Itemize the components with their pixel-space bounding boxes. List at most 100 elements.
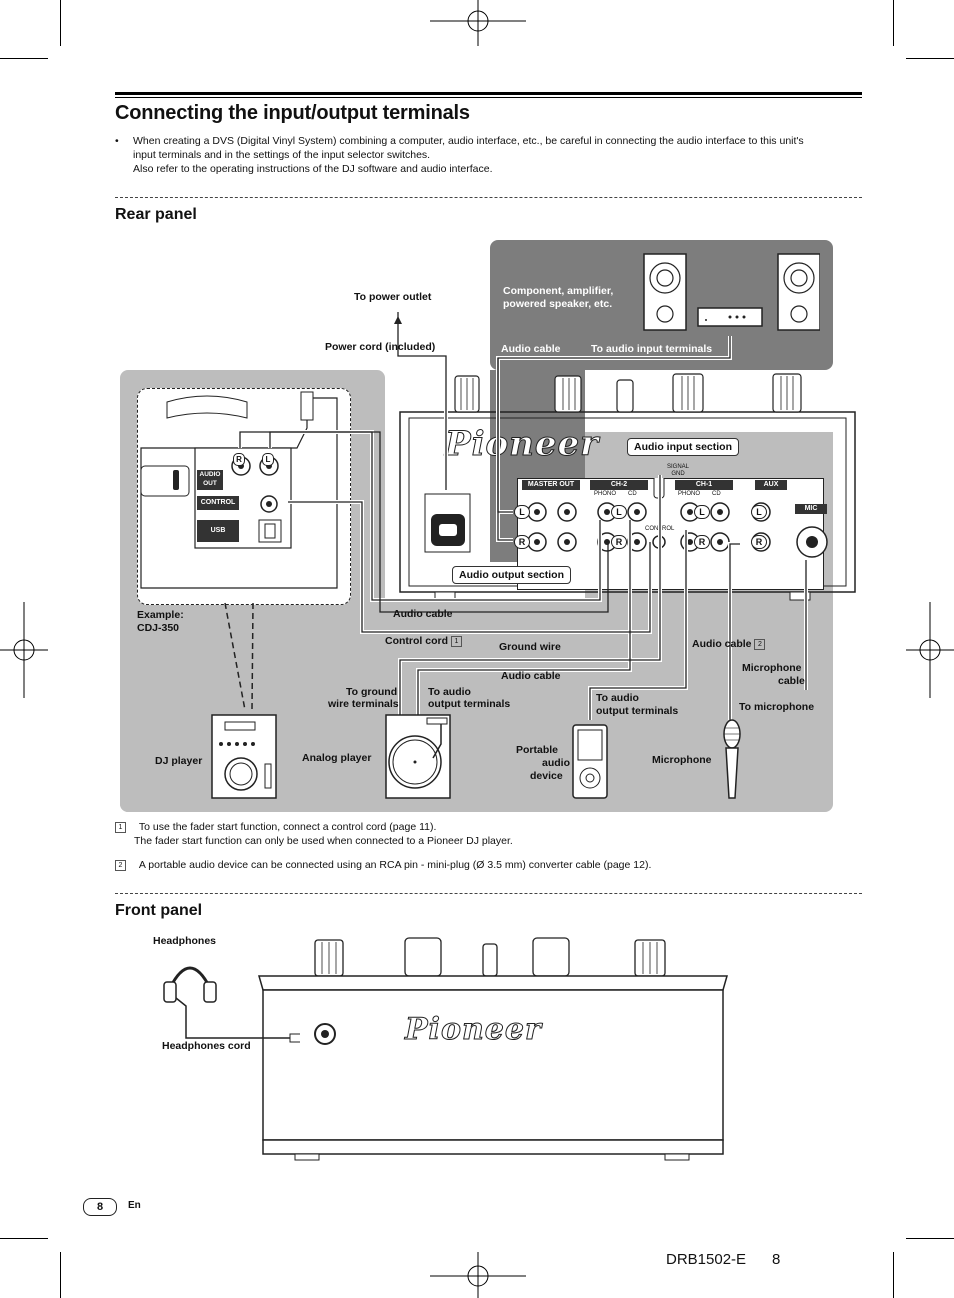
to-audio-output-label-2: output terminals	[428, 698, 511, 710]
pioneer-logo: Pioneer	[405, 1012, 542, 1048]
control-cord-label: Control cord 1	[385, 635, 468, 647]
control-cord-text: Control cord	[385, 635, 448, 647]
r-marker: R	[514, 535, 530, 549]
to-ground-label: To ground	[346, 686, 398, 698]
phono-label: PHONO	[678, 491, 701, 497]
audio-cable-2-label: Audio cable 2	[692, 638, 771, 650]
to-audio-output-label-2: output terminals	[596, 705, 679, 717]
footnote-ref: 2	[754, 639, 766, 650]
crop-mark	[906, 1238, 954, 1239]
ground-wire-label: Ground wire	[499, 641, 561, 653]
l-marker: L	[262, 453, 274, 466]
intro-line: Also refer to the operating instructions…	[133, 163, 493, 175]
crop-mark	[60, 0, 61, 46]
component-label: Component, amplifier,	[503, 285, 614, 297]
to-ground-label-2: wire terminals	[328, 698, 399, 710]
analog-player-label: Analog player	[302, 752, 372, 764]
title-rule-thick	[115, 92, 862, 95]
crop-mark	[893, 0, 894, 46]
ch2-label: CH-2	[590, 480, 648, 490]
control-label: CONTROL	[197, 496, 239, 510]
headphones-label: Headphones	[153, 935, 217, 947]
dashed-divider	[115, 893, 862, 894]
analog-player	[385, 714, 451, 799]
footnote-number: 2	[115, 860, 126, 871]
dj-player	[211, 714, 277, 799]
mic-label: MIC	[795, 504, 827, 514]
to-audio-output-label: To audio	[428, 686, 471, 698]
intro-bullet: • When creating a DVS (Digital Vinyl Sys…	[115, 134, 865, 176]
pioneer-logo: Pioneer	[444, 424, 600, 465]
title-rule-thin	[115, 97, 862, 98]
ch1-label: CH-1	[675, 480, 733, 490]
aux-label: AUX	[755, 480, 787, 490]
portable-label-2: audio	[542, 757, 570, 769]
footnote-text: To use the fader start function, connect…	[138, 821, 437, 833]
master-out-label: MASTER OUT	[522, 480, 580, 490]
footnote-ref: 1	[450, 636, 462, 647]
cables	[224, 312, 808, 720]
l-marker: L	[751, 505, 767, 519]
registration-mark-bottom	[430, 1252, 526, 1298]
footnote-2: 2 A portable audio device can be connect…	[115, 858, 865, 872]
r-marker: R	[751, 535, 767, 549]
page-title: Connecting the input/output terminals	[115, 102, 470, 124]
microphone	[723, 719, 741, 799]
footnote-text: The fader start function can only be use…	[134, 835, 513, 847]
registration-mark-top	[430, 0, 526, 46]
audio-cable-label: Audio cable	[393, 608, 453, 620]
doc-page: 8	[772, 1251, 781, 1268]
portable-label-3: device	[530, 770, 563, 782]
portable-label: Portable	[516, 744, 559, 756]
dj-player-label: DJ player	[155, 755, 203, 767]
power-cord-label: Power cord (included)	[325, 341, 436, 353]
usb-label: USB	[197, 520, 239, 542]
component-label-2: powered speaker, etc.	[503, 298, 613, 310]
l-marker: L	[694, 505, 710, 519]
page-number-badge: 8	[83, 1198, 117, 1216]
audio-out-label: AUDIO OUT	[197, 470, 223, 490]
rear-panel-diagram: Pioneer MASTER OUT CH-2 CH-1 AUX MIC SIG…	[120, 240, 856, 812]
to-power-outlet-label: To power outlet	[354, 291, 432, 303]
to-microphone-label: To microphone	[739, 701, 815, 713]
crop-mark	[0, 1238, 48, 1239]
footnote-1: 1 To use the fader start function, conne…	[115, 820, 865, 848]
l-marker: L	[514, 505, 530, 519]
microphone-cable-label: Microphone	[742, 662, 802, 674]
registration-mark-right	[906, 602, 954, 698]
crop-mark	[893, 1252, 894, 1298]
portable-audio-device	[572, 724, 608, 799]
phono-label: PHONO	[594, 491, 617, 497]
mixer-rear	[399, 373, 856, 601]
to-audio-input-label: To audio input terminals	[591, 343, 713, 355]
headphones-cord-label: Headphones cord	[162, 1040, 251, 1052]
microphone-cable-label-2: cable	[778, 675, 805, 687]
registration-mark-left	[0, 602, 48, 698]
crop-mark	[0, 58, 48, 59]
crop-mark	[60, 1252, 61, 1298]
audio-cable-label: Audio cable	[501, 670, 561, 682]
dashed-divider	[115, 197, 862, 198]
audio-output-section-label: Audio output section	[452, 566, 571, 584]
intro-line: When creating a DVS (Digital Vinyl Syste…	[133, 135, 804, 147]
to-audio-output-label: To audio	[596, 692, 639, 704]
doc-code: DRB1502-E	[666, 1251, 747, 1268]
intro-line: input terminals and in the settings of t…	[133, 149, 431, 161]
front-panel-heading: Front panel	[115, 902, 203, 919]
component-devices	[643, 253, 820, 331]
example-label: Example:	[137, 609, 184, 621]
footnote-number: 1	[115, 822, 126, 833]
r-marker: R	[611, 535, 627, 549]
language-label: En	[128, 1200, 141, 1211]
cdj-model-label: CDJ-350	[137, 622, 180, 634]
audio-cable-2-text: Audio cable	[692, 638, 752, 650]
audio-input-section-label: Audio input section	[627, 438, 739, 456]
audio-cable-top-label: Audio cable	[501, 343, 561, 355]
crop-mark	[906, 58, 954, 59]
l-marker: L	[611, 505, 627, 519]
footnote-text: A portable audio device can be connected…	[138, 859, 652, 871]
signal-gnd-label: SIGNAL GND	[666, 464, 689, 477]
microphone-label: Microphone	[652, 754, 712, 766]
r-marker: R	[233, 453, 245, 466]
rear-panel-heading: Rear panel	[115, 206, 197, 223]
